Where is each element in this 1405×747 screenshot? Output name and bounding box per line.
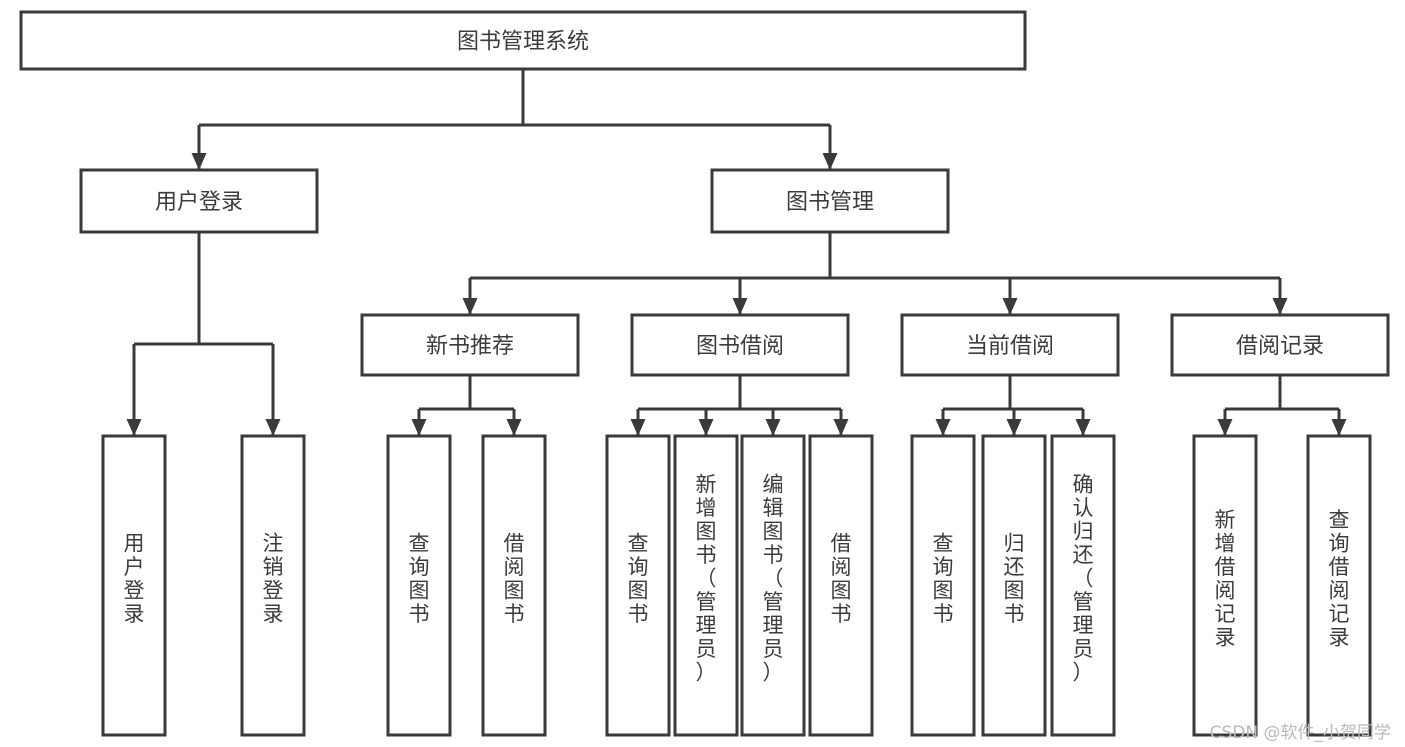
node-root[interactable]: 图书管理系统: [19, 10, 1027, 71]
node-leaf-return-book[interactable]: 归还图书: [981, 434, 1047, 737]
arrow-head-leaf-borrow-book-recommend: [506, 419, 522, 436]
node-leaf-add-borrow-record[interactable]: 新增借阅记录: [1192, 434, 1258, 737]
node-label-book-manage: 图书管理: [786, 190, 874, 215]
arrow-head-current-borrow: [1002, 298, 1018, 315]
node-leaf-user-logout[interactable]: 注销登录: [240, 434, 306, 737]
node-box-leaf-query-book-recommend[interactable]: [386, 434, 452, 737]
node-label-leaf-return-book: 归还图书: [1004, 531, 1025, 626]
node-label-book-borrow: 图书借阅: [696, 334, 784, 359]
arrow-head-book-borrow: [732, 298, 748, 315]
node-leaf-edit-book-admin[interactable]: 编辑图书（管理员）: [740, 434, 806, 737]
node-label-leaf-query-borrow-record: 查询借阅记录: [1329, 508, 1350, 650]
arrow-head-leaf-confirm-return-admin: [1075, 419, 1091, 436]
node-box-leaf-edit-book-admin[interactable]: [740, 434, 806, 737]
node-label-leaf-query-book-borrow: 查询图书: [628, 531, 649, 626]
arrow-head-leaf-user-login: [126, 419, 142, 436]
arrow-head-leaf-borrow-book: [833, 419, 849, 436]
node-label-root: 图书管理系统: [457, 30, 589, 55]
node-new-book-recommend[interactable]: 新书推荐: [360, 313, 580, 377]
node-label-leaf-confirm-return-admin: 确认归还（管理员）: [1073, 473, 1094, 685]
node-book-manage[interactable]: 图书管理: [710, 168, 950, 234]
node-label-leaf-query-book-current: 查询图书: [933, 531, 954, 626]
node-label-leaf-add-book-admin: 新增图书（管理员）: [696, 473, 717, 685]
node-label-user-login: 用户登录: [155, 190, 243, 215]
node-box-leaf-borrow-book-recommend[interactable]: [481, 434, 547, 737]
arrow-head-leaf-return-book: [1006, 419, 1022, 436]
node-book-borrow[interactable]: 图书借阅: [630, 313, 850, 377]
node-box-leaf-return-book[interactable]: [981, 434, 1047, 737]
node-box-leaf-add-book-admin[interactable]: [673, 434, 739, 737]
node-label-leaf-add-borrow-record: 新增借阅记录: [1215, 508, 1236, 650]
node-leaf-query-borrow-record[interactable]: 查询借阅记录: [1306, 434, 1372, 737]
arrow-head-leaf-add-borrow-record: [1217, 419, 1233, 436]
node-box-leaf-user-logout[interactable]: [240, 434, 306, 737]
node-box-leaf-query-borrow-record[interactable]: [1306, 434, 1372, 737]
node-label-leaf-user-logout: 注销登录: [263, 531, 284, 626]
arrow-head-leaf-query-book-current: [935, 419, 951, 436]
node-leaf-query-book-current[interactable]: 查询图书: [910, 434, 976, 737]
node-label-new-book-recommend: 新书推荐: [426, 334, 514, 359]
node-box-leaf-confirm-return-admin[interactable]: [1050, 434, 1116, 737]
node-leaf-user-login[interactable]: 用户登录: [101, 434, 167, 737]
node-label-leaf-edit-book-admin: 编辑图书（管理员）: [763, 473, 784, 685]
arrow-head-leaf-edit-book-admin: [765, 419, 781, 436]
node-box-new-book-recommend[interactable]: [360, 313, 580, 377]
node-box-book-manage[interactable]: [710, 168, 950, 234]
node-box-leaf-query-book-borrow[interactable]: [605, 434, 671, 737]
node-leaf-add-book-admin[interactable]: 新增图书（管理员）: [673, 434, 739, 737]
node-box-book-borrow[interactable]: [630, 313, 850, 377]
arrow-head-leaf-query-book-recommend: [411, 419, 427, 436]
node-leaf-query-book-borrow[interactable]: 查询图书: [605, 434, 671, 737]
node-leaf-confirm-return-admin[interactable]: 确认归还（管理员）: [1050, 434, 1116, 737]
arrow-head-leaf-add-book-admin: [698, 419, 714, 436]
arrow-head-user-login: [191, 153, 207, 170]
node-leaf-query-book-recommend[interactable]: 查询图书: [386, 434, 452, 737]
node-label-leaf-user-login: 用户登录: [124, 531, 145, 626]
node-box-user-login[interactable]: [79, 168, 319, 234]
node-box-leaf-add-borrow-record[interactable]: [1192, 434, 1258, 737]
node-box-borrow-record[interactable]: [1170, 313, 1390, 377]
node-leaf-borrow-book-recommend[interactable]: 借阅图书: [481, 434, 547, 737]
node-borrow-record[interactable]: 借阅记录: [1170, 313, 1390, 377]
arrow-head-book-manage: [822, 153, 838, 170]
node-box-root[interactable]: [19, 10, 1027, 71]
arrow-head-leaf-query-borrow-record: [1331, 419, 1347, 436]
node-user-login[interactable]: 用户登录: [79, 168, 319, 234]
arrow-head-new-book-recommend: [462, 298, 478, 315]
arrow-head-leaf-user-logout: [265, 419, 281, 436]
node-label-leaf-borrow-book: 借阅图书: [831, 531, 852, 626]
node-box-current-borrow[interactable]: [900, 313, 1120, 377]
node-label-current-borrow: 当前借阅: [966, 334, 1054, 359]
nodes-layer: 图书管理系统用户登录图书管理新书推荐图书借阅当前借阅借阅记录用户登录注销登录查询…: [19, 10, 1390, 737]
node-label-leaf-borrow-book-recommend: 借阅图书: [504, 531, 525, 626]
node-box-leaf-query-book-current[interactable]: [910, 434, 976, 737]
node-current-borrow[interactable]: 当前借阅: [900, 313, 1120, 377]
node-label-leaf-query-book-recommend: 查询图书: [409, 531, 430, 626]
arrow-head-leaf-query-book-borrow: [630, 419, 646, 436]
node-box-leaf-user-login[interactable]: [101, 434, 167, 737]
arrow-head-borrow-record: [1272, 298, 1288, 315]
node-leaf-borrow-book[interactable]: 借阅图书: [808, 434, 874, 737]
node-box-leaf-borrow-book[interactable]: [808, 434, 874, 737]
connectors-layer: [126, 69, 1347, 436]
node-label-borrow-record: 借阅记录: [1236, 334, 1324, 359]
